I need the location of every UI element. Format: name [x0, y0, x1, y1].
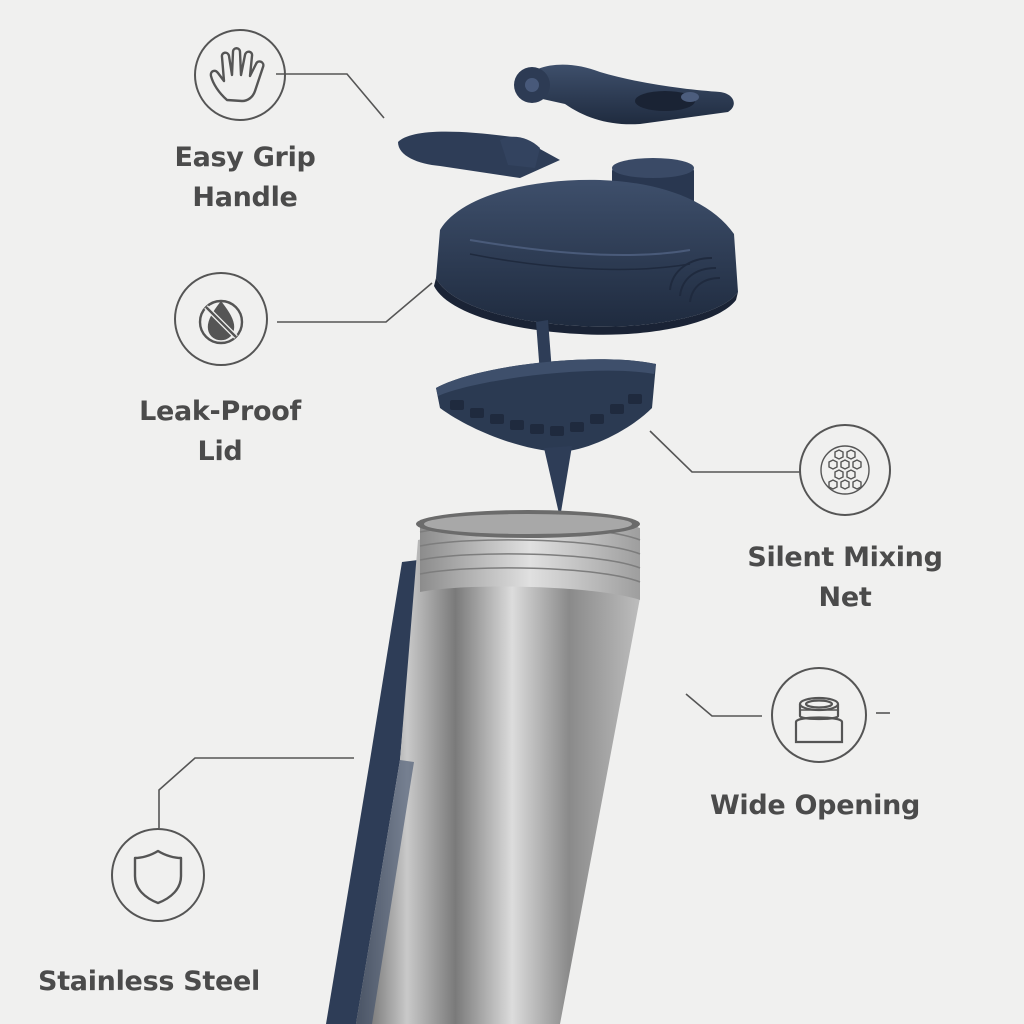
silent-mixing-label: Silent Mixing Net [747, 542, 943, 613]
hand-icon [209, 47, 265, 103]
lid-icon-circle [174, 272, 268, 366]
shaker-lid [398, 131, 738, 335]
steel-cup [326, 510, 641, 1024]
net-icon-circle [799, 424, 891, 516]
flip-cap [514, 64, 734, 125]
easy-grip-label: Easy Grip Handle [174, 142, 316, 213]
steel-icon-circle [111, 828, 205, 922]
mixing-net [436, 320, 656, 518]
grip-icon-circle [194, 29, 286, 121]
shield-icon [133, 849, 183, 905]
stainless-steel-label: Stainless Steel [38, 966, 260, 997]
wide-opening-label: Wide Opening [709, 790, 921, 821]
net-connector-line [649, 430, 800, 473]
jar-opening-icon [794, 696, 844, 744]
opening-icon-circle [771, 667, 867, 763]
mesh-net-icon [820, 445, 870, 495]
lid-connector-line [277, 282, 433, 323]
grip-connector-line [276, 73, 385, 119]
opening-connector-line [685, 693, 762, 717]
no-drop-icon [198, 299, 244, 345]
leak-proof-label: Leak-Proof Lid [139, 396, 301, 467]
steel-connector-line [158, 757, 354, 828]
